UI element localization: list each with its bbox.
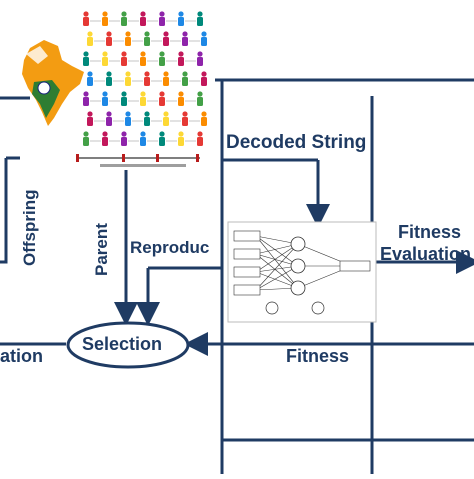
person-icon <box>106 31 112 46</box>
person-icon <box>83 91 89 106</box>
nn-input-node <box>233 266 261 278</box>
person-icon <box>121 131 127 146</box>
person-icon <box>159 11 165 26</box>
india-map-image <box>22 40 84 126</box>
selection-label: Selection <box>82 334 163 354</box>
nn-connection <box>255 235 299 267</box>
person-icon <box>102 11 108 26</box>
nn-input-node <box>233 284 261 296</box>
nn-connection <box>255 243 299 291</box>
person-icon <box>121 11 127 26</box>
person-icon <box>83 131 89 146</box>
person-icon <box>201 71 207 86</box>
person-icon <box>201 31 207 46</box>
person-icon <box>102 91 108 106</box>
nn-connection <box>255 253 299 289</box>
nn-hidden-node <box>290 236 306 252</box>
evaluation-left-label: ation <box>0 346 43 366</box>
person-icon <box>159 131 165 146</box>
neural-network-figure <box>227 221 377 323</box>
person-icon <box>163 31 169 46</box>
person-icon <box>106 71 112 86</box>
person-icon <box>144 111 150 126</box>
flow-connectors <box>0 78 474 474</box>
person-icon <box>201 111 207 126</box>
nn-output-node <box>339 260 371 272</box>
person-icon <box>197 91 203 106</box>
nn-input-node <box>233 230 261 242</box>
nn-bias-node <box>311 301 325 315</box>
person-icon <box>140 91 146 106</box>
person-icon <box>178 91 184 106</box>
reproduction-label: Reproduc <box>130 238 210 257</box>
nn-connection <box>255 271 299 289</box>
person-icon <box>121 51 127 66</box>
person-icon <box>83 11 89 26</box>
person-icon <box>182 71 188 86</box>
decoded-string-label: Decoded String <box>226 132 367 153</box>
fitness-label: Fitness <box>286 346 350 366</box>
person-icon <box>87 71 93 86</box>
person-icon <box>121 91 127 106</box>
nn-hidden-node <box>290 280 306 296</box>
fitness-evaluation-label-line1: Fitness <box>398 222 462 242</box>
person-icon <box>83 51 89 66</box>
person-icon <box>163 71 169 86</box>
person-icon <box>144 31 150 46</box>
selection-ellipse <box>66 321 190 369</box>
person-icon <box>178 131 184 146</box>
person-icon <box>125 71 131 86</box>
person-icon <box>197 51 203 66</box>
timeline-strip <box>76 154 200 167</box>
person-icon <box>140 131 146 146</box>
person-icon <box>87 31 93 46</box>
person-icon <box>125 31 131 46</box>
person-icon <box>140 11 146 26</box>
person-icon <box>182 111 188 126</box>
nn-input-node <box>233 248 261 260</box>
parent-label: Parent <box>92 223 111 276</box>
person-icon <box>178 51 184 66</box>
nn-connection <box>255 265 299 291</box>
person-icon <box>87 111 93 126</box>
nn-connection <box>255 243 299 273</box>
person-icon <box>102 131 108 146</box>
person-icon <box>159 91 165 106</box>
nn-hidden-node <box>290 258 306 274</box>
person-icon <box>102 51 108 66</box>
nn-bias-node <box>265 301 279 315</box>
person-icon <box>159 51 165 66</box>
person-icon <box>140 51 146 66</box>
person-icon <box>144 71 150 86</box>
person-icon <box>197 11 203 26</box>
person-icon <box>163 111 169 126</box>
population-grid <box>83 11 207 146</box>
person-icon <box>125 111 131 126</box>
nn-connection <box>255 235 299 289</box>
person-icon <box>197 131 203 146</box>
person-icon <box>178 11 184 26</box>
offspring-label: Offspring <box>20 189 39 267</box>
fitness-evaluation-label-line2: Evaluation <box>380 244 472 264</box>
person-icon <box>106 111 112 126</box>
person-icon <box>182 31 188 46</box>
